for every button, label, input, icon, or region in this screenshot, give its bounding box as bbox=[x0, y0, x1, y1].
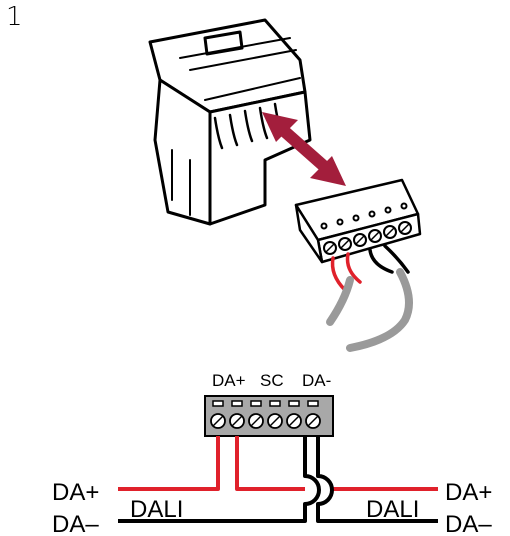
right-bus-da-plus: DA+ bbox=[445, 479, 492, 506]
left-bus-da-minus: DA– bbox=[52, 511, 99, 536]
terminal-label-da-plus: DA+ bbox=[212, 371, 246, 390]
right-bus-name: DALI bbox=[366, 496, 419, 523]
terminal-label-da-minus: DA- bbox=[302, 371, 331, 390]
step-number: 1 bbox=[6, 2, 23, 32]
plug-wires bbox=[326, 244, 413, 352]
terminal-block bbox=[204, 395, 334, 437]
terminal-label-sc: SC bbox=[260, 371, 284, 390]
left-bus-da-plus: DA+ bbox=[52, 479, 99, 506]
connect-arrow bbox=[262, 112, 346, 186]
bus-wires bbox=[118, 436, 438, 523]
dali-module-illustration bbox=[148, 18, 312, 226]
left-bus-name: DALI bbox=[130, 496, 183, 523]
right-bus-da-minus: DA– bbox=[445, 511, 492, 536]
plug-terminal-illustration bbox=[294, 178, 422, 264]
